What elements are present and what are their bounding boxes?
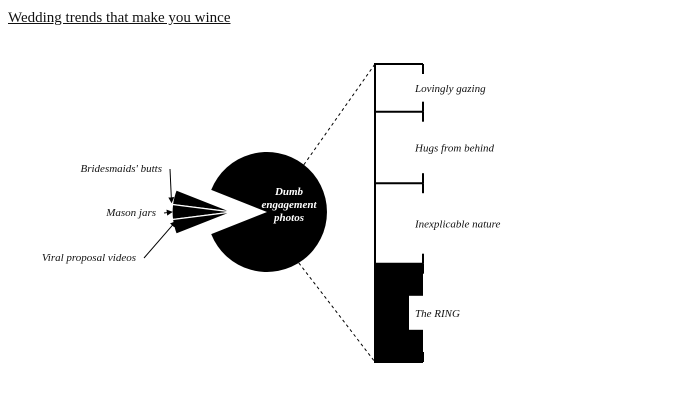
bar-segment-inexplicable-nature (375, 183, 423, 264)
pie-label-mason-jars: Mason jars (105, 207, 156, 219)
pie-label-arrow-mason-jars (163, 209, 173, 216)
bar-outline (374, 63, 423, 363)
bar-label-box-the-ring (409, 295, 455, 330)
bar-segment-hugs-from-behind (375, 111, 423, 184)
connector-bottom (298, 262, 376, 363)
bar-segment-lovingly-gazing (375, 64, 423, 112)
chart-title: Wedding trends that make you wince (8, 10, 231, 26)
pie-label-arrow-bridesmaids-butts (168, 168, 175, 204)
connector-top (303, 63, 376, 165)
bar-label-lovingly-gazing: Lovingly gazing (414, 83, 486, 95)
bar-label-the-ring: The RING (415, 308, 460, 320)
connector-lines (298, 63, 376, 363)
pie-label-viral-proposal-videos: Viral proposal videos (42, 252, 136, 264)
pie-slice-dumb-engagement-photos (211, 152, 327, 272)
bar-label-hugs-from-behind: Hugs from behind (414, 142, 495, 154)
pie-label-arrow-viral-proposal-videos (143, 220, 177, 259)
bar-label-inexplicable-nature: Inexplicable nature (414, 218, 501, 230)
pie-label-bridesmaids-butts: Bridesmaids' butts (81, 163, 163, 175)
